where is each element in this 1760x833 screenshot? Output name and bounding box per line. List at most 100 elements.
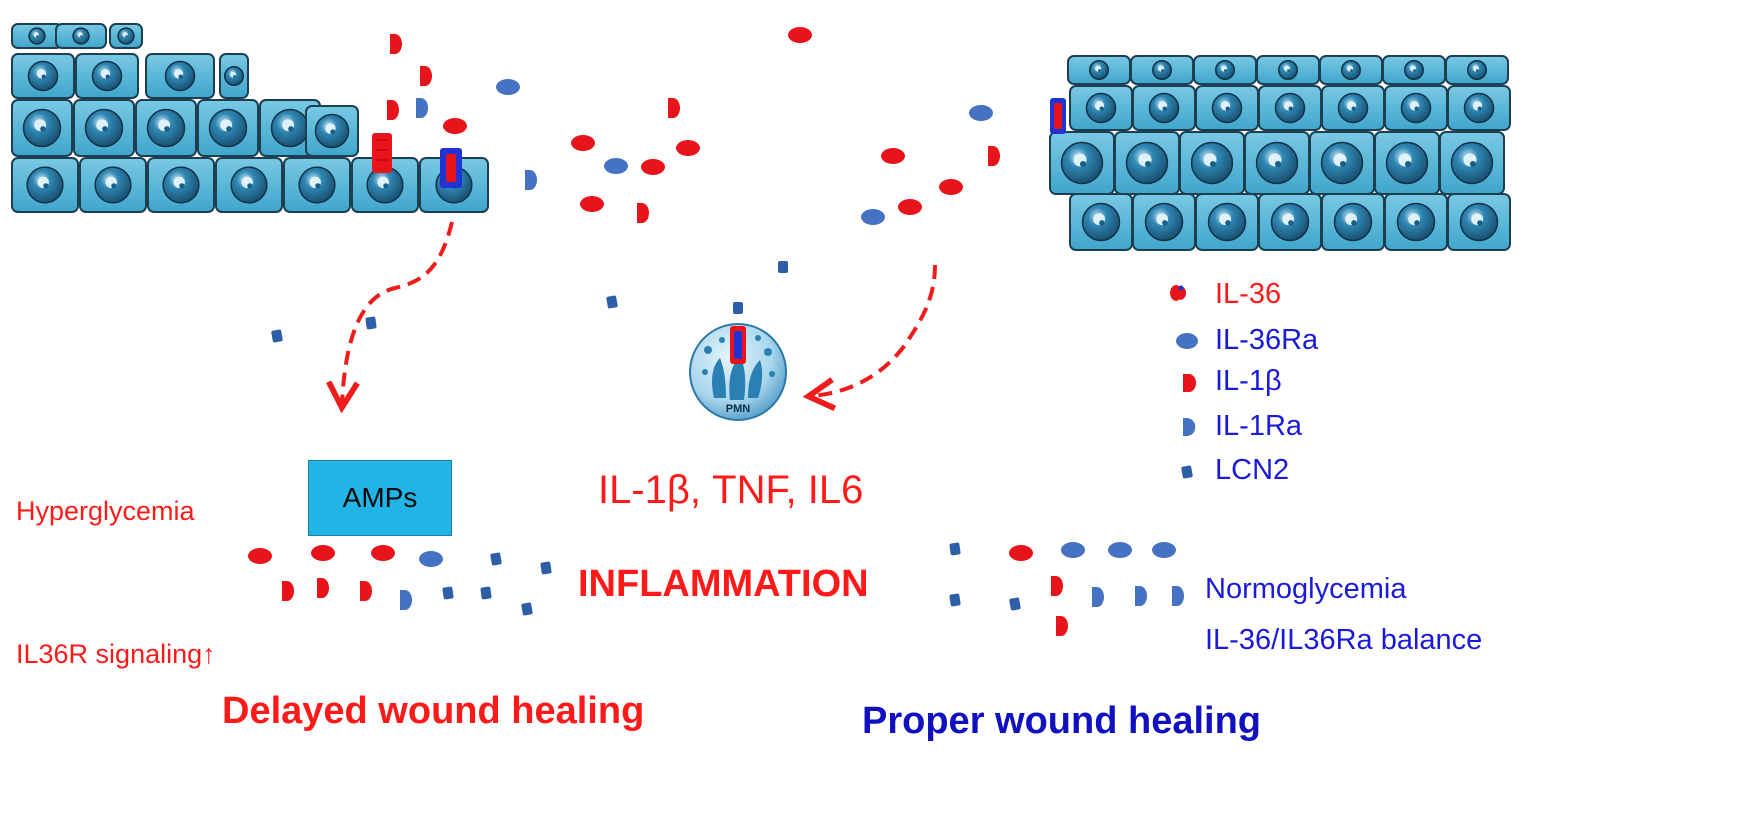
cell [145,53,215,99]
legend-label-il1ra: IL-1Ra [1215,410,1303,442]
il36ra-marker [604,158,628,174]
delayed-wound-healing-label: Delayed wound healing [222,690,645,732]
balance-label: IL-36/IL36Ra balance [1205,624,1483,656]
amps-label: AMPs [342,482,418,513]
il36-marker [443,118,467,134]
hyperglycemia-label: Hyperglycemia [16,496,195,526]
il1ra-marker [400,590,412,610]
cell [1049,131,1115,195]
cell [11,53,75,99]
cell [1069,193,1133,251]
il1b-marker [668,98,680,118]
il36ra-marker [419,551,443,567]
il36ra-marker [496,79,520,95]
cell [219,53,249,99]
lcn2-marker [490,552,502,566]
il36ra-icon [1176,333,1198,349]
lcn2-marker [949,542,961,556]
il36-marker [1009,545,1033,561]
cell [1382,55,1446,85]
legend-label-il1b: IL-1β [1215,365,1282,397]
cell [1445,55,1509,85]
il1b-marker [387,100,399,120]
legend-label-il36ra: IL-36Ra [1215,324,1319,356]
lcn2-marker [778,261,788,273]
il1ra-marker [1172,586,1184,606]
il36ra-marker [861,209,885,225]
cell [11,23,63,49]
cell [1256,55,1320,85]
cell [283,157,351,213]
cell [215,157,283,213]
il1b-marker [360,581,372,601]
receptor-left-blue [440,148,462,188]
cytokines-label: IL-1β, TNF, IL6 [598,468,864,512]
il36r-signaling-label: IL36R signaling↑ [16,639,216,669]
cell [79,157,147,213]
il36ra-marker [1108,542,1132,558]
il36-marker [571,135,595,151]
il36-marker [641,159,665,175]
cell [55,23,107,49]
il36ra-marker [1152,542,1176,558]
il1b-marker [988,146,1000,166]
il1b-marker [390,34,402,54]
lcn2-marker [540,561,552,575]
cell [135,99,197,157]
il1ra-marker [1092,587,1104,607]
pmn-label: PMN [726,403,751,415]
il1b-marker [420,66,432,86]
cell [197,99,259,157]
arrow-to-amps [326,221,454,414]
cell [1447,85,1511,131]
cell [1309,131,1375,195]
cell [1069,85,1133,131]
inflammation-label: INFLAMMATION [578,563,869,605]
il36-marker [371,545,395,561]
pmn-cell: PMN [689,323,787,421]
lcn2-marker [442,586,454,600]
il36-marker [788,27,812,43]
legend-label-lcn2: LCN2 [1215,454,1290,486]
cell [73,99,135,157]
cell [1321,193,1385,251]
cell [1067,55,1131,85]
cell [1384,85,1448,131]
cell [1132,193,1196,251]
receptor-right-blue [1050,98,1066,134]
normoglycemia-label: Normoglycemia [1205,573,1407,605]
cell [109,23,143,49]
proper-wound-healing-label: Proper wound healing [862,700,1262,742]
il1ra-icon [1183,417,1197,437]
lcn2-marker [480,586,492,600]
cell [1114,131,1180,195]
il1b-marker [637,203,649,223]
il1ra-marker [525,170,537,190]
lcn2-marker [606,295,618,309]
il36-marker [939,179,963,195]
lcn2-marker [949,593,961,607]
lcn2-marker [1009,597,1021,611]
cell [1447,193,1511,251]
lcn2-marker [733,302,743,314]
il36-marker [311,545,335,561]
cell [1244,131,1310,195]
cell [1319,55,1383,85]
cell [1179,131,1245,195]
receptor-pmn [730,326,746,364]
cell [1132,85,1196,131]
cell [11,157,79,213]
il36ra-marker [969,105,993,121]
legend-label-il36: IL-36 [1215,278,1282,310]
cell [1321,85,1385,131]
il36-marker [248,548,272,564]
il36-marker [580,196,604,212]
arrow-to-pmn [802,264,937,411]
il1b-marker [1056,616,1068,636]
cell [11,99,73,157]
legend-markers [1170,285,1198,479]
il36-marker [898,199,922,215]
cell [147,157,215,213]
cell [1258,193,1322,251]
receptor-left-red [372,133,392,173]
